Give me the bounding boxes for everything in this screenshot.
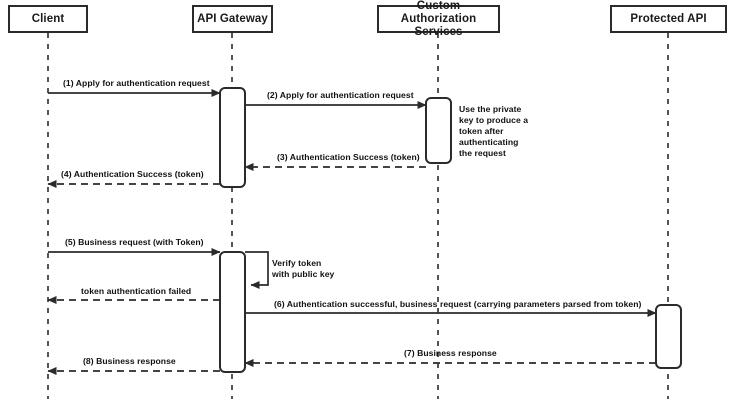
- actor-label-protected-api: Protected API: [630, 12, 707, 25]
- actor-box-custom-authorization-services[interactable]: Custom Authorization Services: [377, 0, 500, 38]
- message-label-2: (2) Apply for authentication request: [267, 90, 414, 100]
- self-message-label-verify-token: Verify token with public key: [272, 258, 335, 279]
- message-arrows-group: [47, 89, 657, 375]
- message-label-1: (1) Apply for authentication request: [63, 78, 210, 88]
- act-authsvc-1[interactable]: [425, 97, 452, 164]
- act-gateway-2[interactable]: [219, 251, 246, 373]
- self-message-group: [245, 251, 269, 289]
- message-label-5: (5) Business request (with Token): [65, 237, 204, 247]
- actor-box-protected-api[interactable]: Protected API: [610, 5, 727, 33]
- activation-bars-group: [219, 87, 682, 373]
- message-label-4: (4) Authentication Success (token): [61, 169, 204, 179]
- message-label-3: (3) Authentication Success (token): [277, 152, 420, 162]
- actor-box-client[interactable]: Client: [8, 5, 88, 33]
- message-label-8: (8) Business response: [83, 356, 176, 366]
- actor-box-api-gateway[interactable]: API Gateway: [192, 5, 273, 33]
- actor-label-client: Client: [31, 12, 65, 25]
- message-label-6: (6) Authentication successful, business …: [274, 299, 642, 309]
- message-label-7: (7) Business response: [404, 348, 497, 358]
- self-message-arrow-self1[interactable]: [245, 251, 269, 289]
- actor-label-custom-authorization-services: Custom Authorization Services: [400, 0, 477, 38]
- message-label-token-authentication-failed: token authentication failed: [81, 286, 192, 296]
- act-protapi-1[interactable]: [655, 304, 682, 369]
- act-gateway-1[interactable]: [219, 87, 246, 188]
- note-private-key-token: Use the private key to produce a token a…: [459, 104, 529, 158]
- actor-label-api-gateway: API Gateway: [197, 12, 268, 25]
